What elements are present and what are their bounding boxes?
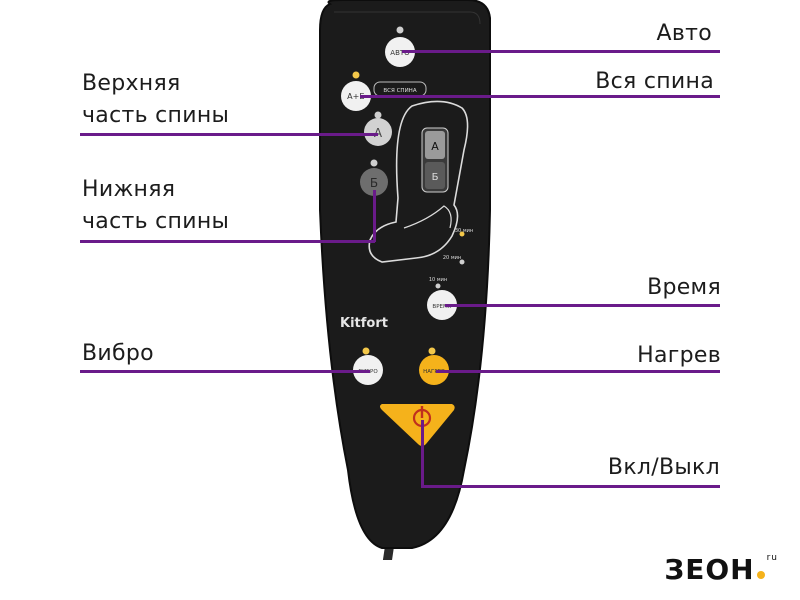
lower-back-label-1: Нижняя — [82, 177, 176, 202]
watermark-dot — [756, 571, 765, 579]
time-button[interactable] — [427, 290, 457, 320]
watermark-text: ЗЕОН — [664, 553, 755, 586]
auto-button-label: АВТО — [390, 49, 410, 57]
power-label: Вкл/Выкл — [607, 455, 720, 480]
t10-label: 10 мин — [429, 277, 447, 283]
full-back-tag-text: ВСЯ СПИНА — [383, 88, 416, 94]
t30-label: 30 мин — [455, 228, 473, 234]
full-back-label: Вся спина — [595, 69, 714, 94]
lower-back-label-2: часть спины — [82, 209, 230, 234]
t10-led — [435, 283, 441, 289]
t30-led — [459, 231, 465, 237]
vibro-line — [80, 370, 370, 373]
auto-line — [402, 50, 720, 53]
t20-label: 20 мин — [443, 255, 461, 261]
upper-back-label-2: часть спины — [82, 103, 230, 128]
watermark-logo: ЗЕОН ru — [664, 553, 778, 586]
auto-label: Авто — [656, 21, 712, 46]
a-button-label: А — [374, 126, 383, 140]
auto-led — [396, 26, 404, 34]
heat-button-label: НАГРЕВ — [423, 369, 445, 375]
upper-back-line — [80, 133, 378, 136]
time-label: Время — [647, 275, 721, 300]
ab-button[interactable] — [341, 81, 371, 111]
power-vline — [421, 420, 424, 487]
power-line — [421, 485, 720, 488]
b-button[interactable] — [360, 168, 388, 196]
watermark-sub: ru — [766, 553, 778, 563]
vibro-led — [362, 347, 370, 355]
heat-led — [428, 347, 436, 355]
time-button-label: ВРЕМЯ — [432, 304, 451, 310]
brand-logo: Kitfort — [340, 316, 388, 331]
auto-button[interactable] — [385, 37, 415, 67]
a-button[interactable] — [364, 118, 392, 146]
ab-button-label: А+Б — [347, 92, 365, 101]
lower-back-line — [80, 240, 375, 243]
ab-led — [352, 71, 360, 79]
heat-label: Нагрев — [637, 343, 721, 368]
remote-control: АВТО А+Б ВСЯ СПИНА А Б А Б 30 мин 20 мин… — [319, 0, 491, 560]
b-led — [370, 159, 378, 167]
time-line — [445, 304, 720, 307]
heat-line — [436, 370, 720, 373]
zone-b-label: Б — [432, 172, 439, 183]
zone-a-label: А — [431, 140, 439, 153]
full-back-line — [360, 95, 720, 98]
vibro-label: Вибро — [82, 341, 154, 366]
b-button-label: Б — [370, 176, 378, 190]
upper-back-label-1: Верхняя — [82, 71, 181, 96]
t20-led — [459, 259, 465, 265]
heat-button[interactable] — [419, 355, 449, 385]
lower-back-vline — [373, 190, 376, 242]
a-led — [374, 111, 382, 119]
